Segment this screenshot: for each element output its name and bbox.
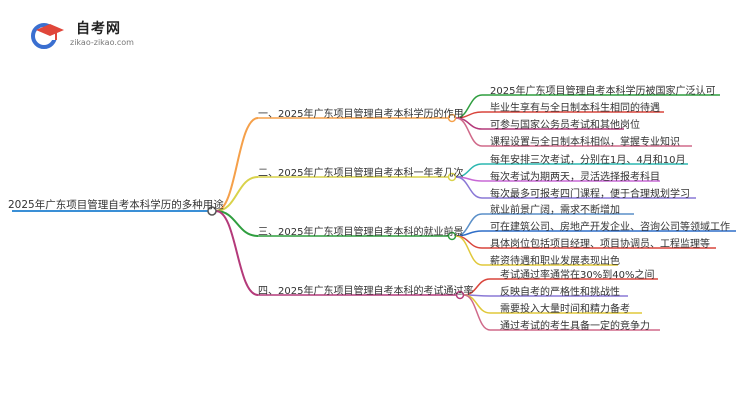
- leaf-item: 毕业生享有与全日制本科生相同的待遇: [490, 103, 660, 114]
- branch-connector: [215, 210, 259, 296]
- branch-topic-2: 二、2025年广东项目管理自考本科一年考几次: [258, 168, 464, 179]
- leaf-item: 每年安排三次考试，分别在1月、4月和10月: [490, 155, 686, 166]
- branch-topic-1: 一、2025年广东项目管理自考本科学历的作用: [258, 109, 464, 120]
- leaf-item: 通过考试的考生具备一定的竞争力: [500, 321, 650, 332]
- leaf-item: 需要投入大量时间和精力备考: [500, 304, 630, 315]
- branch-connector: [215, 117, 259, 212]
- leaf-item: 可在建筑公司、房地产开发企业、咨询公司等领域工作: [490, 222, 730, 233]
- branch-topic-4: 四、2025年广东项目管理自考本科的考试通过率: [258, 286, 474, 297]
- leaf-connector: [463, 294, 491, 314]
- branch-connector: [215, 176, 259, 212]
- leaf-item: 具体岗位包括项目经理、项目协调员、工程监理等: [490, 239, 710, 250]
- leaf-connector: [463, 294, 491, 331]
- leaf-connector: [455, 117, 483, 147]
- leaf-item: 每次最多可报考四门课程，便于合理规划学习: [490, 189, 690, 200]
- leaf-item: 薪资待遇和职业发展表现出色: [490, 256, 620, 267]
- leaf-item: 反映自考的严格性和挑战性: [500, 287, 620, 298]
- graduation-cap-icon: [31, 23, 64, 49]
- site-domain: zikao-zikao.com: [70, 38, 134, 47]
- site-name: 自考网: [76, 21, 121, 37]
- branch-node: [447, 231, 457, 241]
- branch-connector: [215, 210, 259, 237]
- leaf-item: 可参与国家公务员考试和其他岗位: [490, 120, 640, 131]
- root-node: [207, 206, 217, 216]
- leaf-item: 考试通过率通常在30%到40%之间: [500, 270, 655, 281]
- branch-node: [455, 290, 465, 300]
- leaf-connector: [455, 176, 483, 199]
- leaf-item: 课程设置与全日制本科相似，掌握专业知识: [490, 137, 680, 148]
- leaf-connector: [455, 235, 483, 266]
- branch-topic-3: 三、2025年广东项目管理自考本科的就业前景: [258, 227, 464, 238]
- leaf-item: 每次考试为期两天，灵活选择报考科目: [490, 172, 660, 183]
- branch-node: [447, 113, 457, 123]
- leaf-item: 2025年广东项目管理自考本科学历被国家广泛认可: [490, 86, 716, 97]
- branch-node: [447, 172, 457, 182]
- site-logo[interactable]: 自考网 zikao-zikao.com: [30, 18, 150, 54]
- root-topic: 2025年广东项目管理自考本科学历的多种用途: [8, 199, 224, 211]
- leaf-item: 就业前景广阔，需求不断增加: [490, 205, 620, 216]
